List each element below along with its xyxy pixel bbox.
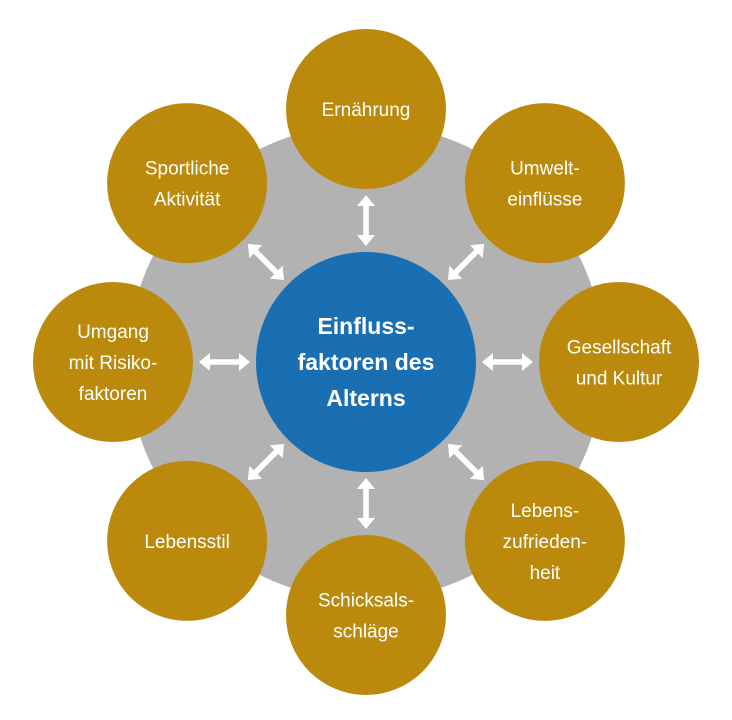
factor-node-circle — [33, 282, 193, 442]
factor-node-label: Lebensstil — [144, 532, 230, 553]
factor-node-label-line: Gesellschaft — [567, 338, 672, 359]
factor-node-lebenszufriedenheit: Lebens-zufrieden-heit — [464, 460, 625, 621]
factor-node-label: Lebens-zufrieden-heit — [503, 501, 588, 584]
factor-node-label-line: Ernährung — [322, 100, 411, 121]
factor-node-label: Ernährung — [322, 100, 411, 121]
double-arrow — [448, 444, 485, 481]
factor-node-lebensstil: Lebensstil — [107, 460, 268, 621]
factor-node-circle — [464, 460, 625, 621]
factor-node-label-line: Sportliche — [145, 159, 230, 180]
factor-node-label-line: mit Risiko- — [69, 353, 158, 374]
double-arrow — [247, 243, 284, 280]
factor-node-circle — [107, 460, 268, 621]
factor-node-ernaehrung: Ernährung — [286, 29, 446, 189]
factor-node-label-line: heit — [530, 563, 561, 584]
factor-node-label: Umgang mit Risiko-faktoren — [69, 322, 158, 405]
double-arrow — [247, 444, 284, 481]
center-label-line: Alterns — [326, 385, 405, 411]
double-arrow — [482, 353, 533, 371]
factor-node-circle — [286, 535, 446, 695]
factor-node-label-line: Umwelt- — [510, 159, 580, 180]
factor-node-label-line: faktoren — [79, 384, 148, 405]
factor-node-schicksalsschlaege: Schicksals-schläge — [286, 535, 446, 695]
center-circle — [256, 252, 476, 472]
factor-node-gesellschaft-und-kultur: Gesellschaft und Kultur — [539, 282, 699, 442]
factor-node-label-line: und Kultur — [576, 369, 663, 390]
factor-node-label-line: Lebensstil — [144, 532, 230, 553]
double-arrow — [199, 353, 250, 371]
factor-node-label: Schicksals-schläge — [318, 591, 414, 643]
factor-node-label-line: schläge — [333, 622, 399, 643]
factor-node-umwelteinfluesse: Umwelt-einflüsse — [464, 103, 625, 264]
double-arrow — [357, 478, 375, 529]
center-label-line: Einfluss- — [317, 313, 414, 339]
factor-node-label-line: Schicksals- — [318, 591, 414, 612]
factor-node-circle — [464, 103, 625, 264]
factor-node-label: Umwelt-einflüsse — [507, 159, 582, 211]
center-label-line: faktoren des — [298, 349, 435, 375]
factor-node-circle — [286, 29, 446, 189]
factor-node-umgang-mit-risikofaktoren: Umgang mit Risiko-faktoren — [33, 282, 193, 442]
connector-arrows — [199, 195, 533, 529]
factor-node-label-line: zufrieden- — [503, 532, 588, 553]
factor-node-circle — [539, 282, 699, 442]
factor-node-label-line: Umgang — [77, 322, 149, 343]
factor-node-label-line: Aktivität — [154, 190, 221, 211]
factor-node-label: Gesellschaft und Kultur — [567, 338, 672, 390]
factor-node-label-line: einflüsse — [507, 190, 582, 211]
factor-node-label-line: Lebens- — [511, 501, 580, 522]
double-arrow — [448, 243, 485, 280]
double-arrow — [357, 195, 375, 246]
factor-node-circle — [107, 103, 268, 264]
